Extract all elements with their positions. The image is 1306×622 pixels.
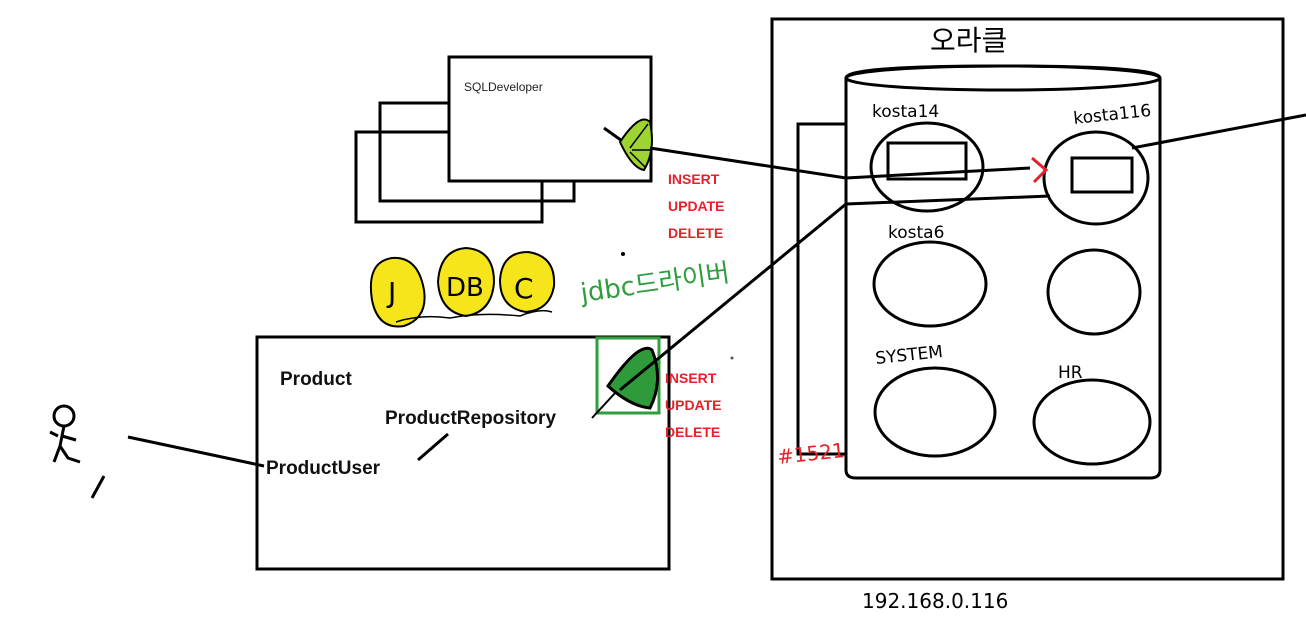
schema-hr [1032, 378, 1152, 466]
window-front [447, 55, 653, 183]
schema-unnamed [1046, 248, 1142, 336]
sqldeveloper-title: SQLDeveloper [464, 80, 543, 94]
schema-kosta6 [872, 240, 988, 328]
schema-kosta116-table [1070, 156, 1134, 194]
oracle-server: 오라클 #1521 kosta14 kosta116 kosta6 SYSTEM… [770, 17, 1285, 613]
jdbc-letter-c: C [514, 272, 534, 305]
schema-system [873, 366, 997, 458]
connection-lines [619, 113, 1306, 392]
dml-top-update: UPDATE [668, 198, 725, 214]
dml-top-delete: DELETE [668, 225, 723, 241]
database-cylinder-top [844, 64, 1162, 92]
dml-labels-bottom: INSERT UPDATE DELETE [665, 370, 722, 440]
jdbc-letter-db: DB [446, 273, 484, 303]
dml-labels-top: INSERT UPDATE DELETE [668, 171, 725, 241]
jdbc-blob-j [370, 256, 426, 328]
oracle-frame [770, 17, 1285, 581]
jdbc-blobs: J DB C [370, 246, 556, 328]
product-box: Product ProductRepository ProductUser [255, 335, 671, 571]
jdbc-driver-label: jdbc드라이버 [578, 258, 732, 309]
product-repository-label: ProductRepository [385, 408, 556, 429]
red-arrow-icon [1031, 156, 1049, 184]
schema-kosta116 [1042, 130, 1150, 226]
dml-bottom-update: UPDATE [665, 397, 722, 413]
dml-top-insert: INSERT [668, 171, 720, 187]
oracle-ip-label: 192.168.0.116 [862, 589, 1008, 613]
database-cylinder [844, 64, 1162, 480]
dml-bottom-insert: INSERT [665, 370, 717, 386]
user-stick-figure-icon [49, 404, 265, 499]
dml-bottom-delete: DELETE [665, 424, 720, 440]
product-connector-icon [591, 336, 661, 419]
schema-label-kosta14: kosta14 [872, 102, 939, 122]
jdbc-letter-j: J [386, 276, 396, 309]
schema-kosta14-table [886, 141, 968, 181]
sqldeveloper-windows: SQLDeveloper [354, 55, 653, 224]
schema-label-kosta6: kosta6 [888, 223, 944, 243]
external-to-kosta116-line [1131, 113, 1306, 150]
product-title: Product [280, 369, 352, 390]
stray-dot [621, 252, 625, 256]
sqldeveloper-to-kosta116-line [649, 146, 1031, 180]
user-to-repository-link [417, 432, 449, 462]
stray-dot-2 [730, 356, 734, 360]
schema-kosta14 [869, 121, 985, 213]
product-frame [255, 335, 671, 571]
oracle-title: 오라클 [930, 24, 1007, 57]
product-to-kosta116-line [619, 194, 1051, 392]
schema-label-hr: HR [1058, 363, 1083, 383]
jdbc-blob-c [498, 250, 556, 314]
jdbc-blob-db [436, 246, 496, 318]
oracle-port-label: #1521 [776, 438, 846, 469]
product-user-label: ProductUser [266, 458, 381, 479]
